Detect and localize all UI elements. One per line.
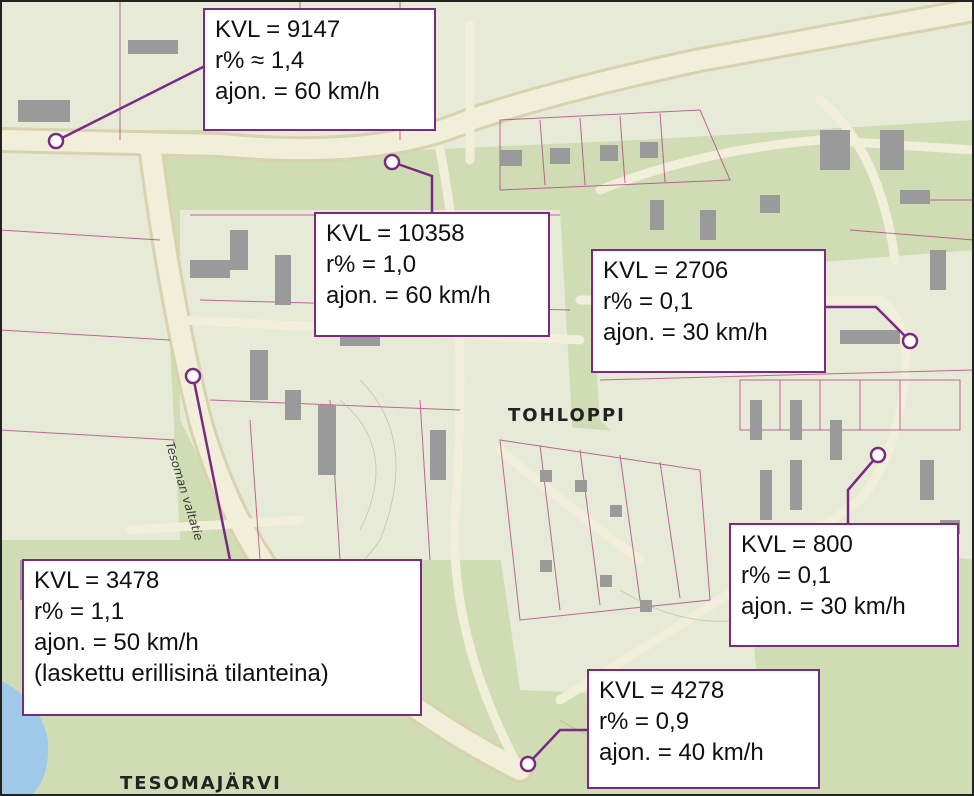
callout-kvl: KVL = 3478 bbox=[34, 567, 160, 594]
area-label-tohloppi: TOHLOPPI bbox=[508, 405, 626, 426]
callout-growth-rate: r% = 0,1 bbox=[741, 562, 832, 589]
callout-note: (laskettu erillisinä tilanteina) bbox=[34, 660, 329, 687]
callout-speed: ajon. = 30 km/h bbox=[741, 593, 906, 620]
callout-growth-rate: r% = 0,1 bbox=[603, 288, 694, 315]
callout-kvl-2706: KVL = 2706 r% = 0,1 ajon. = 30 km/h bbox=[591, 249, 826, 373]
callout-kvl-9147: KVL = 9147 r% ≈ 1,4 ajon. = 60 km/h bbox=[203, 8, 436, 131]
callout-growth-rate: r% ≈ 1,4 bbox=[215, 47, 305, 74]
callout-growth-rate: r% = 1,1 bbox=[34, 598, 125, 625]
callout-kvl-4278: KVL = 4278 r% = 0,9 ajon. = 40 km/h bbox=[587, 669, 820, 789]
callout-speed: ajon. = 60 km/h bbox=[326, 282, 491, 309]
buildings bbox=[18, 40, 960, 632]
area-label-tesomajarvi: TESOMAJÄRVI bbox=[120, 773, 282, 794]
callout-kvl: KVL = 800 bbox=[741, 531, 853, 558]
callout-kvl-10358: KVL = 10358 r% = 1,0 ajon. = 60 km/h bbox=[314, 212, 550, 337]
lake-water bbox=[0, 680, 49, 796]
callout-kvl: KVL = 2706 bbox=[603, 257, 729, 284]
callout-growth-rate: r% = 0,9 bbox=[599, 708, 690, 735]
callout-speed: ajon. = 40 km/h bbox=[599, 739, 764, 766]
callout-speed: ajon. = 60 km/h bbox=[215, 78, 380, 105]
callout-kvl-3478: KVL = 3478 r% = 1,1 ajon. = 50 km/h (las… bbox=[22, 559, 422, 716]
callout-speed: ajon. = 50 km/h bbox=[34, 629, 199, 656]
leader-lines bbox=[55, 64, 911, 765]
callout-kvl: KVL = 10358 bbox=[326, 220, 465, 247]
callout-kvl: KVL = 9147 bbox=[215, 16, 341, 43]
callout-speed: ajon. = 30 km/h bbox=[603, 319, 768, 346]
callout-growth-rate: r% = 1,0 bbox=[326, 251, 417, 278]
measurement-points bbox=[47, 132, 919, 773]
callout-kvl-800: KVL = 800 r% = 0,1 ajon. = 30 km/h bbox=[729, 523, 959, 647]
callout-kvl: KVL = 4278 bbox=[599, 677, 725, 704]
